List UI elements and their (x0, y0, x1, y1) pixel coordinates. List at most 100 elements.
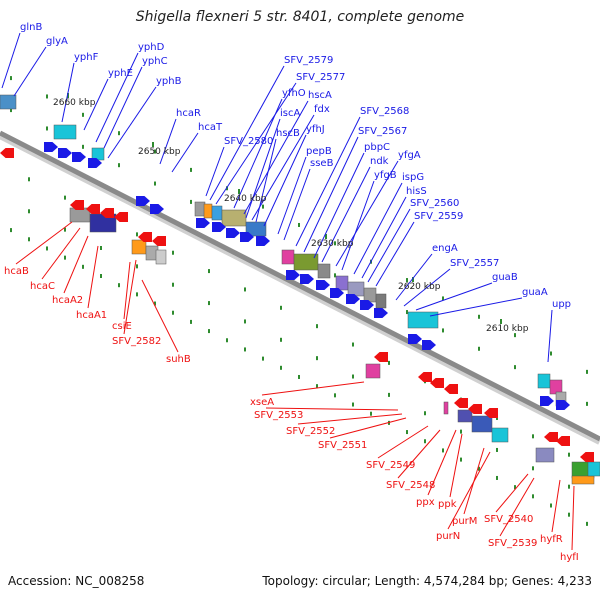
scale-tick (388, 360, 390, 365)
scale-label-2640-kbp: 2640 kbp (224, 194, 267, 204)
scale-tick (586, 369, 588, 374)
scale-tick (514, 365, 516, 370)
gene-label-sfv-2567: SFV_2567 (358, 126, 407, 137)
scale-tick (280, 305, 282, 310)
scale-label-2610-kbp: 2610 kbp (486, 324, 529, 334)
gene-feature-box (443, 401, 449, 415)
gene-label-yphd: yphD (138, 42, 165, 53)
scale-tick (406, 310, 408, 315)
forward-gene-arrow (72, 152, 86, 162)
gene-label-sfv-2557: SFV_2557 (450, 258, 499, 269)
gene-label-sfv-2582: SFV_2582 (112, 336, 161, 347)
gene-feature-box (535, 447, 555, 463)
gene-label-upp: upp (552, 299, 571, 310)
leader-line-sfv-2548 (397, 429, 441, 479)
reverse-gene-arrow (70, 200, 84, 210)
leader-line-hyfi (571, 485, 575, 551)
scale-tick (46, 94, 48, 99)
gene-label-sfv-2553: SFV_2553 (254, 410, 303, 421)
gene-label-ndk: ndk (370, 156, 389, 167)
forward-gene-arrow (240, 232, 254, 242)
scale-tick (586, 401, 588, 406)
gene-label-pbpc: pbpC (364, 142, 390, 153)
gene-label-hiss: hisS (406, 186, 427, 197)
gene-label-hcat: hcaT (198, 122, 223, 133)
scale-tick (352, 374, 354, 379)
scale-tick (298, 222, 300, 227)
gene-label-sfv-2552: SFV_2552 (286, 426, 335, 437)
scale-tick (118, 163, 120, 168)
accession-label: Accession: NC_008258 (8, 574, 145, 588)
gene-feature-box (347, 281, 365, 297)
scale-tick (82, 144, 84, 149)
forward-gene-arrow (330, 288, 344, 298)
leader-line-hcat (171, 132, 199, 173)
gene-feature-box (365, 363, 381, 379)
leader-line-pepb (277, 156, 307, 235)
forward-gene-arrow (300, 274, 314, 284)
scale-tick (226, 338, 228, 343)
reverse-gene-arrow (0, 148, 14, 158)
gene-label-isca: iscA (280, 108, 300, 119)
reverse-gene-arrow (100, 208, 114, 218)
leader-line-sseb (283, 168, 311, 241)
gene-label-yphe: yphE (108, 68, 133, 79)
leader-line-hiss (361, 196, 407, 279)
leader-line-csie (123, 261, 131, 320)
scale-tick (442, 328, 444, 333)
scale-label-2650-kbp: 2650 kbp (138, 147, 181, 157)
leader-line-sfv-2567 (303, 136, 359, 253)
reverse-gene-arrow (444, 384, 458, 394)
scale-tick (568, 484, 570, 489)
reverse-gene-arrow (138, 232, 152, 242)
gene-label-enga: engA (432, 243, 458, 254)
leader-line-yphe (83, 78, 109, 131)
scale-tick (406, 278, 408, 283)
scale-major-tick (152, 142, 154, 147)
leader-line-suhb (141, 279, 179, 353)
scale-tick (478, 346, 480, 351)
gene-feature-box (587, 461, 600, 477)
reverse-gene-arrow (484, 408, 498, 418)
scale-tick (442, 296, 444, 301)
genome-title: Shigella flexneri 5 str. 8401, complete … (135, 9, 465, 25)
leader-line-sfv-2580 (205, 146, 225, 197)
scale-tick (82, 112, 84, 117)
leader-line-sfv-2553 (265, 407, 399, 411)
scale-tick (208, 329, 210, 334)
gene-label-csie: csiE (112, 321, 132, 332)
forward-gene-arrow (346, 294, 360, 304)
leader-line-hcab (15, 221, 73, 265)
scale-tick (190, 199, 192, 204)
scale-tick (334, 241, 336, 246)
leader-line-sfv-2559 (375, 221, 415, 287)
reverse-gene-arrow (374, 352, 388, 362)
reverse-gene-arrow (556, 436, 570, 446)
gene-feature-box (221, 209, 247, 227)
scale-tick (406, 430, 408, 435)
gene-label-sfv-2568: SFV_2568 (360, 106, 409, 117)
scale-tick (550, 503, 552, 508)
leader-line-yfhj (263, 134, 307, 227)
leader-line-yfgb (341, 180, 375, 271)
scale-tick (280, 337, 282, 342)
gene-label-pepb: pepB (306, 146, 332, 157)
scale-tick (496, 475, 498, 480)
leader-line-ndk (321, 166, 371, 263)
scale-tick (82, 264, 84, 269)
gene-feature-box (571, 475, 595, 485)
leader-line-sfv-2551 (329, 417, 407, 439)
forward-gene-arrow (316, 280, 330, 290)
scale-tick (10, 228, 12, 233)
forward-gene-arrow (212, 222, 226, 232)
leader-line-ppk (449, 433, 463, 498)
scale-tick (316, 384, 318, 389)
scale-tick (190, 319, 192, 324)
scale-tick (118, 283, 120, 288)
leader-line-sfv-2582 (123, 259, 137, 335)
scale-tick (28, 209, 30, 214)
scale-tick (352, 402, 354, 407)
scale-major-tick (412, 277, 414, 282)
gene-label-hcaa1: hcaA1 (76, 310, 107, 321)
forward-gene-arrow (286, 270, 300, 280)
